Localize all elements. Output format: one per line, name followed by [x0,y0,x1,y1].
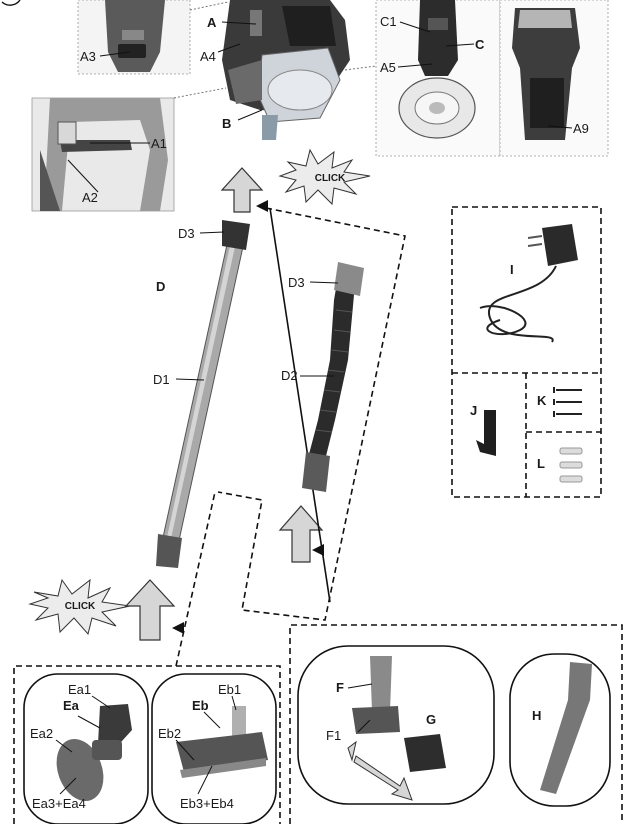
flexible-hose-illustration [302,262,364,492]
wall-bracket-illustration [476,410,496,456]
label-d2: D2 [281,368,298,383]
label-a: A [207,15,217,30]
label-j: J [470,403,477,418]
label-ea: Ea [63,698,80,713]
label-d1: D1 [153,372,170,387]
label-h: H [532,708,541,723]
label-c1: C1 [380,14,397,29]
label-a2: A2 [82,190,98,205]
label-eb: Eb [192,698,209,713]
label-ea2: Ea2 [30,726,53,741]
assembly-arrow-hose [280,506,322,562]
label-a5: A5 [380,60,396,75]
label-d3-hose: D3 [288,275,305,290]
label-d3-tube: D3 [178,226,195,241]
click-burst-top: CLICK [280,150,370,204]
label-l: L [537,456,545,471]
label-eb3-eb4: Eb3+Eb4 [180,796,234,811]
label-a9: A9 [573,121,589,136]
tool-f-g-panel [298,646,494,804]
label-ea3-ea4: Ea3+Ea4 [32,796,86,811]
label-g: G [426,712,436,727]
label-c: C [475,37,485,52]
detail-a1-a2-photo [32,98,174,211]
click-text-bottom: CLICK [65,601,96,612]
label-f1: F1 [326,728,341,743]
assembly-arrow-bottom [126,580,174,640]
assembly-arrow-top [222,168,262,212]
label-a1: A1 [151,136,167,151]
detail-a9-photo [500,0,608,156]
screws-illustration [554,387,582,417]
label-b: B [222,116,231,131]
extension-tube-illustration [156,220,250,568]
label-eb1: Eb1 [218,682,241,697]
label-ea1: Ea1 [68,682,91,697]
label-a3: A3 [80,49,96,64]
wall-plugs-illustration [560,448,582,482]
label-a4: A4 [200,49,216,64]
label-eb2: Eb2 [158,726,181,741]
label-f: F [336,680,344,695]
click-burst-bottom: CLICK [30,580,130,634]
charger-illustration [480,224,578,342]
click-text-top: CLICK [315,173,346,184]
crevice-tool-h-panel [510,654,610,806]
label-d: D [156,279,165,294]
label-k: K [537,393,547,408]
step-number-circle [2,0,20,5]
label-i: I [510,262,514,277]
